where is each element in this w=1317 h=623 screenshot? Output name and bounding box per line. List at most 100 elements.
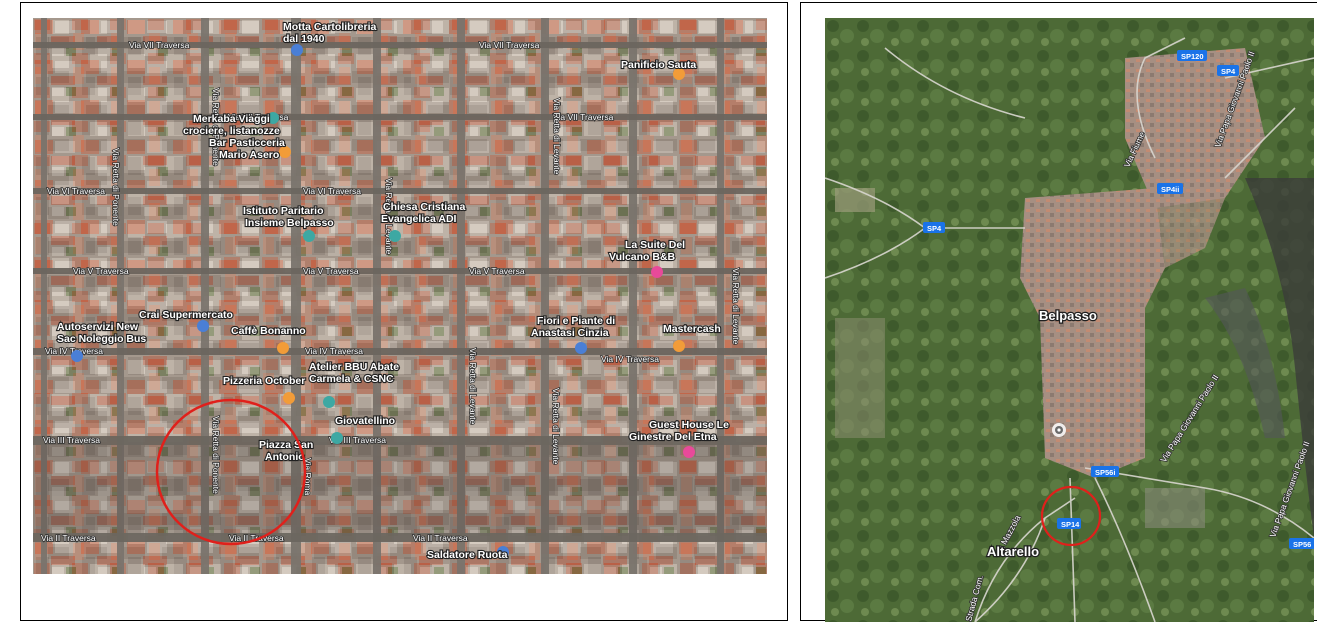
food-icon	[283, 392, 295, 404]
road-shield-sp56: SP56	[1289, 538, 1314, 549]
hotel-icon	[683, 446, 695, 458]
svg-text:dal 1940: dal 1940	[283, 33, 325, 45]
bus-icon	[71, 350, 83, 362]
food-icon	[673, 68, 685, 80]
street-label: Via Retta di Levante	[552, 98, 562, 175]
area-map-svg: Via Mazzola Via Papa Giovanni Paolo II V…	[825, 18, 1314, 622]
street-label: Via Retta di Ponente	[211, 416, 221, 494]
poi-crai[interactable]: Crai Supermercato	[138, 308, 234, 332]
poi-istituto[interactable]: Istituto Paritario Insieme Belpasso	[242, 204, 335, 242]
street-label: Via IV Traversa	[305, 346, 363, 356]
road-shield-sp4ii: SP4ii	[1157, 183, 1183, 194]
street-label: Via VII Traversa	[228, 112, 289, 122]
poi-bar[interactable]: Bar Pasticceria Mario Asero	[208, 136, 291, 162]
svg-text:Evangelica ADI: Evangelica ADI	[381, 213, 457, 225]
street-label: Via II Traversa	[41, 533, 96, 543]
street-label: Via III Traversa	[43, 435, 100, 445]
street-label: Via II Traversa	[413, 533, 468, 543]
school-icon	[303, 230, 315, 242]
poi-fiori[interactable]: Fiori e Piante di Anastasi Cinzia	[530, 314, 616, 354]
svg-text:Crai Supermercato: Crai Supermercato	[139, 309, 233, 321]
svg-text:Istituto Paritario: Istituto Paritario	[243, 205, 324, 217]
svg-text:Panificio Sauta: Panificio Sauta	[621, 59, 696, 71]
svg-text:Motta Cartolibreria: Motta Cartolibreria	[283, 21, 377, 33]
poi-panificio[interactable]: Panificio Sauta	[620, 58, 698, 80]
poi-chiesa[interactable]: Chiesa Cristiana Evangelica ADI	[380, 200, 467, 242]
street-label: Via III Traversa	[329, 435, 386, 445]
road-shield-sp56i: SP56i	[1091, 466, 1119, 477]
svg-text:Atelier BBU Abate: Atelier BBU Abate	[309, 361, 399, 373]
street-label: Via VII Traversa	[129, 40, 190, 50]
svg-text:Sac Noleggio Bus: Sac Noleggio Bus	[57, 333, 146, 345]
street-label: Via Retta di Ponente	[211, 88, 221, 166]
poi-merkaba[interactable]: Merkaba Viaggi crociere, listanozze	[182, 112, 281, 138]
svg-text:SP56i: SP56i	[1095, 468, 1115, 477]
poi-suite[interactable]: La Suite Del Vulcano B&B	[608, 238, 686, 278]
shopping-icon	[673, 340, 685, 352]
road-shield-sp4-west: SP4	[923, 222, 945, 233]
poi-giovatellino[interactable]: Giovatellino	[331, 414, 396, 444]
poi-motta[interactable]: Motta Cartolibreria dal 1940	[282, 20, 378, 56]
coffee-icon	[279, 146, 291, 158]
street-label: Via Roma	[303, 458, 313, 495]
svg-text:Mastercash: Mastercash	[663, 323, 721, 335]
road-shield-sp4: SP4	[1217, 65, 1239, 76]
svg-text:Carmela & CSNC: Carmela & CSNC	[309, 373, 394, 385]
svg-text:Ginestre Del Etna: Ginestre Del Etna	[629, 431, 717, 443]
satellite-street-map[interactable]: Via VII Traversa Via VII Traversa Via VI…	[33, 18, 767, 574]
svg-text:SP14: SP14	[1061, 520, 1080, 529]
svg-text:Merkaba Viaggi: Merkaba Viaggi	[193, 113, 270, 125]
satellite-area-map[interactable]: Via Mazzola Via Papa Giovanni Paolo II V…	[825, 18, 1314, 622]
street-label: Via Retta di Levante	[731, 268, 741, 345]
right-map-panel: Via Mazzola Via Papa Giovanni Paolo II V…	[800, 2, 1317, 622]
street-label: Via Retta di Levante	[384, 178, 394, 255]
svg-text:SP4: SP4	[927, 224, 942, 233]
svg-text:Anastasi Cinzia: Anastasi Cinzia	[531, 327, 609, 339]
poi-pizzeria[interactable]: Pizzeria October	[222, 374, 306, 404]
poi-autoservizi[interactable]: Autoservizi New Sac Noleggio Bus	[56, 320, 148, 362]
svg-text:Giovatellino: Giovatellino	[335, 415, 395, 427]
svg-text:La Suite Del: La Suite Del	[625, 239, 685, 251]
shopping-icon	[323, 396, 335, 408]
poi-guesthouse[interactable]: Guest House Le Ginestre Del Etna	[628, 418, 730, 458]
poi-caffe[interactable]: Caffè Bonanno	[230, 324, 307, 354]
poi-saldatore[interactable]: Saldatore Ruota	[426, 546, 509, 562]
shopping-icon	[575, 342, 587, 354]
svg-text:crociere, listanozze: crociere, listanozze	[183, 125, 280, 137]
street-label: Via VII Traversa	[553, 112, 614, 122]
svg-text:Autoservizi New: Autoservizi New	[57, 321, 139, 333]
town-label-belpasso: Belpasso	[1039, 308, 1097, 323]
street-label: Via VI Traversa	[47, 186, 105, 196]
street-label: Via Retta di Levante	[551, 388, 561, 465]
svg-text:Antonio: Antonio	[265, 451, 305, 463]
left-map-panel: Via VII Traversa Via VII Traversa Via VI…	[20, 2, 788, 621]
poi-mastercash[interactable]: Mastercash	[662, 322, 722, 352]
town-label-altarello: Altarello	[987, 544, 1039, 559]
street-label: Via IV Traversa	[601, 354, 659, 364]
road-shield-sp14: SP14	[1057, 518, 1081, 529]
svg-text:Bar Pasticceria: Bar Pasticceria	[209, 137, 285, 149]
street-map-svg: Via VII Traversa Via VII Traversa Via VI…	[33, 18, 767, 574]
svg-text:Mario Asero: Mario Asero	[219, 149, 279, 161]
street-label: Via VII Traversa	[479, 40, 540, 50]
svg-text:SP56: SP56	[1293, 540, 1311, 549]
street-label: Via V Traversa	[73, 266, 129, 276]
hotel-icon	[651, 266, 663, 278]
svg-text:SP120: SP120	[1181, 52, 1204, 61]
travel-icon	[267, 112, 279, 124]
street-label: Via VI Traversa	[303, 186, 361, 196]
svg-text:Saldatore Ruota: Saldatore Ruota	[427, 549, 508, 561]
cart-icon	[197, 320, 209, 332]
poi-atelier[interactable]: Atelier BBU Abate Carmela & CSNC	[308, 360, 400, 408]
street-label: Via V Traversa	[469, 266, 525, 276]
svg-text:Chiesa Cristiana: Chiesa Cristiana	[383, 201, 465, 213]
svg-text:Guest House Le: Guest House Le	[649, 419, 729, 431]
svg-text:Piazza San: Piazza San	[259, 439, 313, 451]
svg-text:Pizzeria October: Pizzeria October	[223, 375, 305, 387]
landmark-pin[interactable]	[1052, 423, 1066, 437]
svg-text:Caffè Bonanno: Caffè Bonanno	[231, 325, 306, 337]
road-shield-sp120: SP120	[1177, 50, 1207, 61]
shopping-icon	[331, 432, 343, 444]
church-icon	[389, 230, 401, 242]
shopping-icon	[291, 44, 303, 56]
